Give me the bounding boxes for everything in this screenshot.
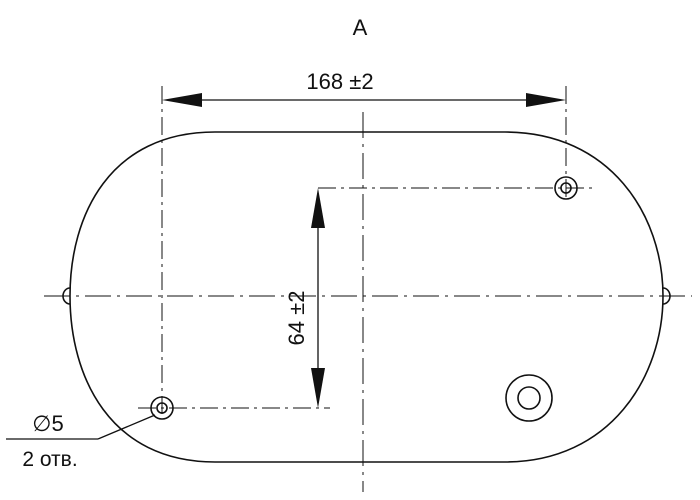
housing-outline [69,131,664,463]
mounting-hole-top-outer [554,176,578,200]
width-arrow-left [162,93,202,107]
height-arrow-bottom [311,368,325,408]
mounting-hole-bottom-inner [156,402,168,414]
mounting-hole-top-inner [560,182,572,194]
height-dimension-label: 64 ±2 [284,291,309,346]
cable-entry-outer [505,374,553,422]
mounting-hole-bottom-outer [150,396,174,420]
view-label: A [353,15,368,40]
width-dimension-label: 168 ±2 [306,69,373,94]
hole-count-label: 2 отв. [22,448,77,471]
cable-entry-inner [517,386,541,410]
callout-leader-line [97,414,156,440]
hole-diameter-label: ∅5 [32,411,63,436]
width-arrow-right [526,93,566,107]
height-arrow-top [311,188,325,228]
